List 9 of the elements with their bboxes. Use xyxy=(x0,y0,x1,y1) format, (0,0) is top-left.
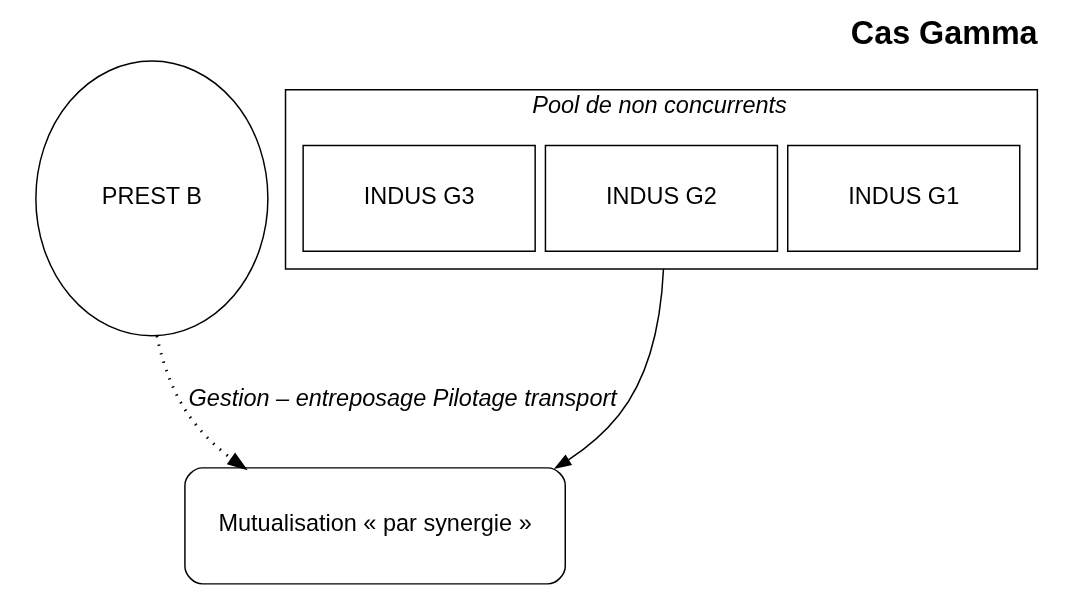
node-box: INDUS G3 xyxy=(302,144,536,252)
node-box: INDUS G1 xyxy=(787,144,1021,252)
node-box: INDUS G2 xyxy=(544,144,779,252)
arrow xyxy=(155,335,248,471)
arrow xyxy=(553,268,665,469)
node-box: Mutualisation « par synergie » xyxy=(184,467,566,585)
edge-label: Gestion – entreposage Pilotage transport xyxy=(188,384,617,411)
node-ellipse: PREST B xyxy=(35,60,269,337)
diagram-title: Cas Gamma xyxy=(850,15,1038,52)
